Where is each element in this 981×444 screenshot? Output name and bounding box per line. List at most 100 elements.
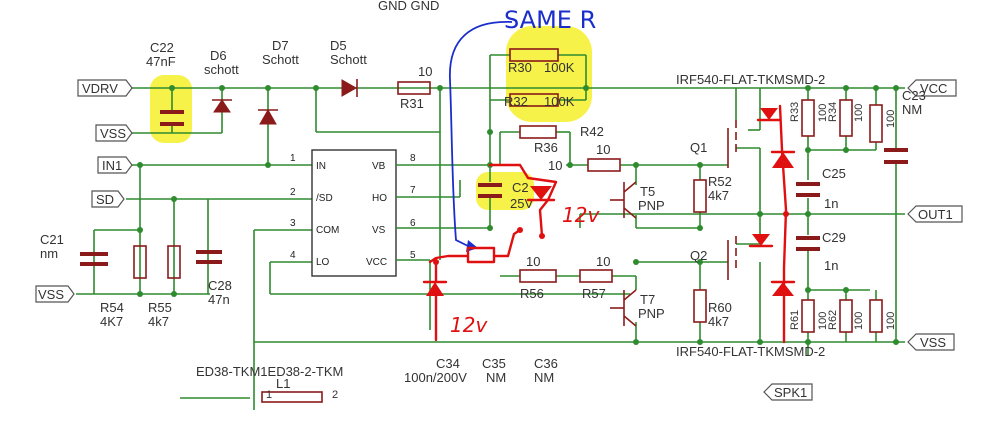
svg-text:10: 10 (596, 254, 610, 269)
ic-driver: IN /SD COM LO VB HO VS VCC 1 2 3 4 5 6 7… (290, 153, 416, 268)
svg-text:6: 6 (410, 218, 416, 229)
svg-text:3: 3 (290, 218, 296, 229)
svg-text:C23: C23 (902, 88, 926, 103)
svg-text:R57: R57 (582, 286, 606, 301)
svg-text:VSS: VSS (920, 335, 946, 350)
capacitor-c23 (884, 148, 908, 164)
svg-text:SD: SD (96, 192, 114, 207)
svg-text:D7: D7 (272, 38, 289, 53)
svg-text:47n: 47n (208, 292, 230, 307)
resistor-r56 (519, 269, 557, 283)
resistor-r36 (519, 125, 557, 139)
resistor-r33 (801, 99, 815, 137)
mosfet-q2 (727, 236, 737, 280)
resistor-r61 (801, 299, 815, 333)
svg-text:NM: NM (534, 370, 554, 385)
port-vss-left: VSS (35, 285, 75, 303)
wires (76, 54, 905, 410)
svg-text:4k7: 4k7 (708, 314, 729, 329)
svg-text:100K: 100K (544, 60, 575, 75)
svg-text:C35: C35 (482, 356, 506, 371)
svg-text:VSS: VSS (100, 126, 126, 141)
top-partial-label: GND GND (378, 0, 439, 13)
port-out1: OUT1 (907, 205, 963, 223)
svg-text:R30: R30 (508, 60, 532, 75)
svg-text:8: 8 (410, 153, 416, 164)
svg-text:4k7: 4k7 (708, 188, 729, 203)
svg-text:R42: R42 (580, 124, 604, 139)
resistor-r60 (693, 289, 707, 323)
transistor-t7 (610, 289, 637, 327)
svg-text:4: 4 (290, 250, 296, 261)
component-labels: C22 47nF D6 schott D7 Schott D5 Schott 1… (40, 38, 926, 401)
svg-text:R54: R54 (100, 300, 124, 315)
svg-text:Q1: Q1 (690, 140, 707, 155)
svg-text:100K: 100K (544, 94, 575, 109)
resistor-extra-bot (869, 299, 883, 333)
svg-text:VDRV: VDRV (82, 81, 118, 96)
svg-text:NM: NM (486, 370, 506, 385)
svg-text:10: 10 (418, 64, 432, 79)
svg-text:C25: C25 (822, 166, 846, 181)
svg-text:25V: 25V (510, 196, 533, 211)
svg-text:47nF: 47nF (146, 54, 176, 69)
inductor-l1 (261, 391, 323, 403)
diode-d5 (341, 79, 358, 97)
rotated-labels: R33 100 R34 100 100 R61 100 R62 100 100 (789, 102, 897, 330)
port-spk1: SPK1 (763, 383, 813, 401)
svg-text:R34: R34 (827, 102, 839, 122)
svg-text:R62: R62 (827, 310, 839, 330)
svg-text:VSS: VSS (38, 287, 64, 302)
port-vss-top: VSS (95, 124, 133, 142)
svg-text:R61: R61 (789, 310, 801, 330)
svg-text:R32: R32 (504, 94, 528, 109)
svg-text:R31: R31 (400, 96, 424, 111)
highlight-r30-r32 (506, 26, 592, 122)
svg-text:R56: R56 (520, 286, 544, 301)
svg-text:IRF540-FLAT-TKMSMD-2: IRF540-FLAT-TKMSMD-2 (676, 344, 825, 359)
svg-text:L1: L1 (276, 376, 290, 391)
svg-text:1n: 1n (824, 258, 838, 273)
capacitor-c28 (196, 250, 222, 264)
port-vss-right: VSS (907, 333, 955, 351)
svg-text:R33: R33 (789, 102, 801, 122)
svg-text:C29: C29 (822, 230, 846, 245)
svg-text:SAME R: SAME R (504, 6, 596, 34)
annotation-gate-diodes (748, 104, 796, 344)
svg-text:/SD: /SD (316, 193, 333, 204)
transistor-t5 (610, 181, 637, 219)
svg-text:100: 100 (853, 104, 865, 122)
svg-text:PNP: PNP (638, 306, 665, 321)
capacitor-c21 (80, 252, 108, 266)
svg-text:12v: 12v (450, 313, 488, 337)
annotation-same-r: SAME R (449, 6, 596, 252)
svg-text:100n/200V: 100n/200V (404, 370, 467, 385)
capacitor-c29 (796, 236, 820, 251)
svg-text:100: 100 (853, 312, 865, 330)
svg-text:R36: R36 (534, 140, 558, 155)
svg-text:IRF540-FLAT-TKMSMD-2: IRF540-FLAT-TKMSMD-2 (676, 72, 825, 87)
svg-text:VCC: VCC (366, 257, 387, 268)
svg-text:1: 1 (266, 389, 272, 401)
svg-text:100: 100 (885, 312, 897, 330)
svg-text:7: 7 (410, 185, 416, 196)
svg-text:VS: VS (372, 225, 386, 236)
capacitor-c25 (796, 182, 820, 197)
svg-text:100: 100 (817, 104, 829, 122)
resistor-r54 (133, 245, 147, 279)
annotation-zener-top: 12v (488, 163, 600, 239)
svg-text:D5: D5 (330, 38, 347, 53)
svg-text:HO: HO (372, 193, 387, 204)
annotation-zener-bot: 12v (422, 254, 488, 342)
resistor-r57 (579, 269, 613, 283)
svg-text:10: 10 (526, 254, 540, 269)
svg-text:4K7: 4K7 (100, 314, 123, 329)
svg-text:4k7: 4k7 (148, 314, 169, 329)
svg-text:100: 100 (885, 110, 897, 128)
resistor-r31 (397, 81, 431, 95)
port-vdrv: VDRV (77, 79, 133, 97)
svg-text:Schott: Schott (262, 52, 299, 67)
diode-d6 (212, 99, 232, 113)
resistor-r30 (509, 48, 559, 62)
